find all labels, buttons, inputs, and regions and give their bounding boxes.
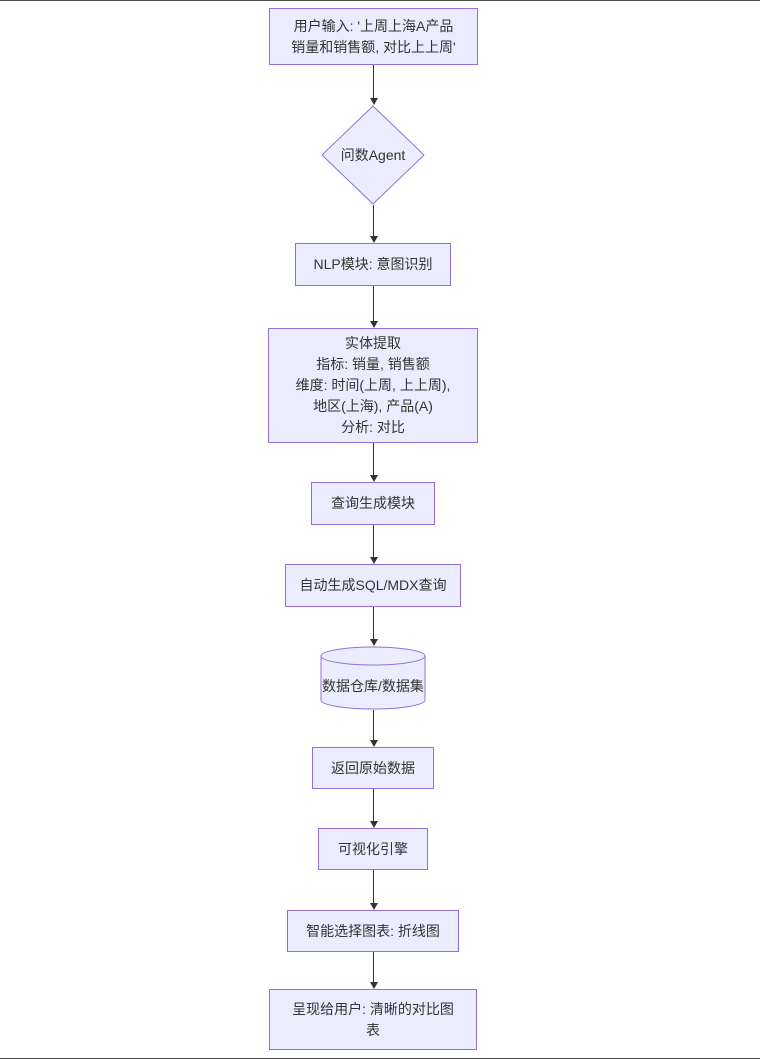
cylinder-shape (320, 646, 426, 710)
arrowhead-down-icon (369, 903, 378, 910)
edge-line (372, 607, 375, 639)
flowchart-edge-7 (368, 710, 379, 747)
node-label: 查询生成模块 (331, 495, 415, 511)
arrowhead-down-icon (369, 740, 378, 747)
arrowhead-down-icon (369, 321, 378, 328)
flowchart-edge-5 (368, 525, 379, 564)
flowchart-edge-8 (368, 789, 379, 828)
flowchart-node-entity-extraction: 实体提取 指标: 销量, 销售额 维度: 时间(上周, 上上周), 地区(上海)… (268, 328, 478, 443)
node-label: 自动生成SQL/MDX查询 (299, 577, 447, 593)
node-label: 呈现给用户: 清晰的对比图 表 (292, 1000, 454, 1038)
edge-line (372, 789, 375, 821)
arrowhead-down-icon (369, 821, 378, 828)
node-label: 问数Agent (340, 146, 406, 163)
edge-line (372, 525, 375, 557)
flowchart-database-data-warehouse: 数据仓库/数据集 (320, 646, 426, 710)
flowchart-edge-3 (368, 286, 379, 328)
flowchart-edge-9 (368, 870, 379, 910)
node-label: 用户输入: '上周上海A产品 销量和销售额, 对比上上周' (291, 17, 456, 55)
node-label: 数据仓库/数据集 (322, 677, 424, 694)
arrowhead-down-icon (369, 98, 378, 105)
flowchart-node-user-input: 用户输入: '上周上海A产品 销量和销售额, 对比上上周' (269, 8, 478, 65)
edge-line (372, 65, 375, 98)
arrowhead-down-icon (369, 475, 378, 482)
edge-line (372, 710, 375, 740)
edge-line (372, 870, 375, 903)
edge-line (372, 952, 375, 982)
edge-line (372, 205, 375, 236)
flowchart-node-sql-mdx-query: 自动生成SQL/MDX查询 (285, 564, 461, 607)
flowchart-node-chart-selection: 智能选择图表: 折线图 (287, 910, 459, 952)
node-label: 实体提取 指标: 销量, 销售额 维度: 时间(上周, 上上周), 地区(上海)… (295, 335, 451, 435)
arrowhead-down-icon (369, 639, 378, 646)
node-label: 返回原始数据 (331, 759, 415, 776)
flowchart-edge-1 (368, 65, 379, 105)
node-label: 可视化引擎 (338, 840, 408, 857)
arrowhead-down-icon (369, 557, 378, 564)
flowchart-edge-4 (368, 443, 379, 482)
flowchart-node-query-generation: 查询生成模块 (311, 482, 435, 525)
flowchart-edge-2 (368, 205, 379, 243)
flowchart-edge-10 (368, 952, 379, 989)
node-label: NLP模块: 意图识别 (313, 256, 433, 272)
node-label: 智能选择图表: 折线图 (306, 922, 440, 939)
edge-line (372, 443, 375, 475)
flowchart-node-nlp-module: NLP模块: 意图识别 (295, 243, 451, 286)
flowchart-decision-wenshu-agent: 问数Agent (321, 105, 425, 205)
edge-line (372, 286, 375, 321)
flowchart-edge-6 (368, 607, 379, 646)
diamond-shape (321, 105, 425, 205)
arrowhead-down-icon (369, 236, 378, 243)
arrowhead-down-icon (369, 982, 378, 989)
page-border-top (0, 0, 760, 1)
flowchart-node-raw-data-return: 返回原始数据 (312, 747, 434, 789)
flowchart-node-present-to-user: 呈现给用户: 清晰的对比图 表 (269, 989, 477, 1050)
flowchart-node-viz-engine: 可视化引擎 (318, 828, 428, 870)
